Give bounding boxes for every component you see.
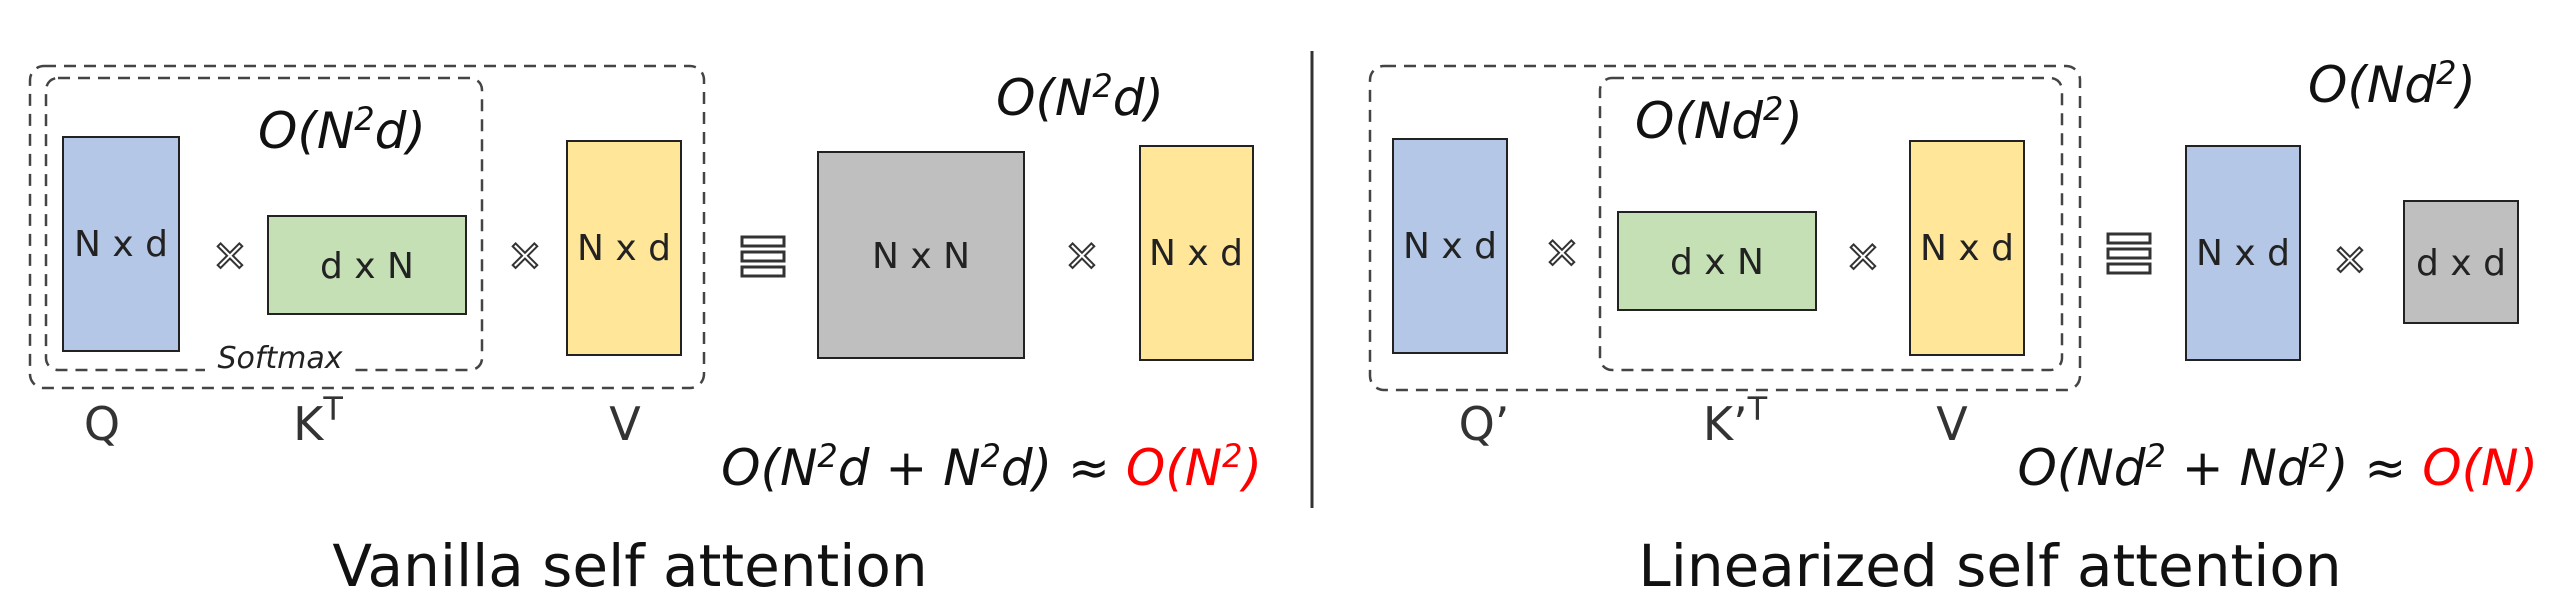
vanilla-attention-matrix-label: N x N bbox=[872, 236, 970, 277]
linear-kv-matrix-label: d x d bbox=[2416, 243, 2506, 284]
linear-times-icon-3: ✕ bbox=[2332, 236, 2367, 285]
linear-total-result: O(N) bbox=[2422, 439, 2538, 497]
linear-kt-matrix-label: d x N bbox=[1670, 242, 1764, 283]
vanilla-kt-name: KT bbox=[293, 390, 343, 451]
linear-q-matrix-label: N x d bbox=[1403, 226, 1497, 267]
vanilla-attention-matrix bbox=[817, 151, 1025, 359]
linear-outer-complexity: O(Nd2) bbox=[2308, 54, 2476, 114]
vanilla-v2-matrix bbox=[1139, 145, 1254, 361]
vanilla-q-matrix-label: N x d bbox=[74, 224, 168, 265]
vanilla-softmax-label-bg bbox=[205, 338, 355, 378]
vanilla-panel: O(N2d) N x d ✕ d x N Softmax ✕ N x d O(N… bbox=[28, 64, 1262, 600]
linear-q2-matrix-label: N x d bbox=[2196, 233, 2290, 274]
vanilla-inner-complexity: O(N2d) bbox=[258, 100, 426, 160]
vanilla-v-matrix-label: N x d bbox=[577, 228, 671, 269]
linear-kt-matrix bbox=[1617, 211, 1817, 311]
vanilla-v2-matrix-label: N x d bbox=[1149, 233, 1243, 274]
vanilla-v-name: V bbox=[609, 397, 641, 451]
vanilla-q-name: Q bbox=[84, 397, 120, 451]
linear-inner-complexity: O(Nd2) bbox=[1635, 90, 1803, 150]
linear-panel: O(Nd2) N x d ✕ d x N ✕ N x d O(Nd2) N x … bbox=[1368, 54, 2538, 600]
linear-total-complexity: O(Nd2 + Nd2) ≈ O(N) bbox=[2017, 437, 2538, 497]
vanilla-times-icon-3: ✕ bbox=[1064, 232, 1099, 281]
vanilla-outer-complexity: O(N2d) bbox=[996, 67, 1164, 127]
vanilla-q-matrix bbox=[62, 136, 180, 352]
linear-kt-name: K’T bbox=[1703, 390, 1768, 451]
linear-outer-dashed-group bbox=[1368, 64, 2082, 392]
vanilla-softmax-label: Softmax bbox=[217, 341, 342, 376]
linear-q-name: Q’ bbox=[1459, 397, 1510, 451]
vanilla-times-icon-1: ✕ bbox=[212, 232, 247, 281]
linear-times-icon-1: ✕ bbox=[1544, 229, 1579, 278]
vanilla-v-matrix bbox=[566, 140, 682, 356]
linear-inner-dashed-group bbox=[1598, 76, 2064, 372]
vanilla-outer-dashed-group bbox=[28, 64, 706, 390]
linear-q2-matrix bbox=[2185, 145, 2301, 361]
linear-equivalent-icon bbox=[2106, 232, 2152, 275]
vanilla-times-icon-2: ✕ bbox=[507, 232, 542, 281]
linear-times-icon-2: ✕ bbox=[1845, 233, 1880, 282]
vanilla-equivalent-icon bbox=[740, 235, 786, 278]
linear-v-name: V bbox=[1936, 397, 1968, 451]
vanilla-kt-matrix-label: d x N bbox=[320, 246, 414, 287]
linear-caption: Linearized self attention bbox=[1638, 532, 2341, 600]
linear-v-matrix-label: N x d bbox=[1920, 228, 2014, 269]
vanilla-caption: Vanilla self attention bbox=[332, 532, 927, 600]
linear-v-matrix bbox=[1909, 140, 2025, 356]
linear-kv-matrix bbox=[2403, 200, 2519, 324]
vanilla-total-result: O(N2) bbox=[1126, 437, 1262, 497]
vanilla-total-complexity: O(N2d + N2d) ≈ O(N2) bbox=[721, 437, 1262, 497]
vanilla-kt-matrix bbox=[267, 215, 467, 315]
linear-q-matrix bbox=[1392, 138, 1508, 354]
